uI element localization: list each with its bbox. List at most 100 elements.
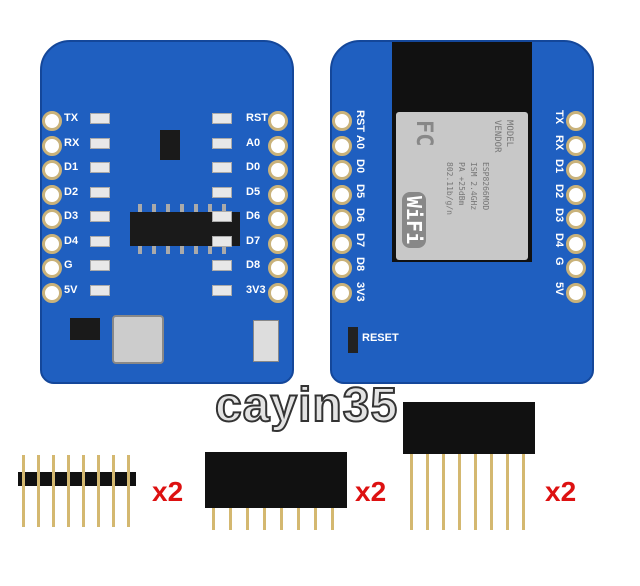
header-pin <box>442 454 445 530</box>
smd-component <box>212 113 232 124</box>
header-pin <box>97 455 100 527</box>
smd-component <box>212 260 232 271</box>
fcc-logo: FC <box>411 120 436 147</box>
chip-leg <box>222 246 226 254</box>
header-pin <box>22 455 25 527</box>
pin-hole <box>566 111 586 131</box>
pin-hole <box>42 111 62 131</box>
pin-hole <box>332 258 352 278</box>
pin-hole <box>332 184 352 205</box>
pin-hole <box>332 160 352 180</box>
smd-component <box>90 113 110 124</box>
pin-hole <box>42 135 62 156</box>
usb-c-connector <box>112 315 164 364</box>
chip-leg <box>194 246 198 254</box>
module-text: ISM 2.4GHz <box>469 162 478 211</box>
smd-component <box>212 186 232 198</box>
wifi-logo: WiFi <box>402 192 426 249</box>
header-pin <box>127 455 130 527</box>
smd-component <box>90 186 110 198</box>
header-pin <box>426 454 429 530</box>
pin-hole <box>268 233 288 254</box>
pin-label: 5V <box>553 281 565 295</box>
pin-hole <box>268 160 288 180</box>
pin-label: 5V <box>64 283 78 296</box>
regulator <box>70 318 100 340</box>
pin-hole <box>268 209 288 229</box>
smd-component <box>90 162 110 173</box>
smd-component <box>90 235 110 247</box>
pin-label: D3 <box>64 210 79 222</box>
module-shield: MODEL VENDOR ESP8266MOD ISM 2.4GHz PA +2… <box>396 112 528 260</box>
smd-component <box>212 137 232 149</box>
pin-label: 3V3 <box>246 283 266 296</box>
smd-component <box>212 284 232 296</box>
pin-label: D5 <box>246 185 261 198</box>
pin-label: D1 <box>553 159 565 174</box>
pin-hole <box>42 233 62 254</box>
chip-leg <box>166 246 170 254</box>
quantity-label: x2 <box>152 476 184 507</box>
pin-label: D4 <box>553 232 565 247</box>
chip-leg <box>166 204 170 212</box>
pin-label: D0 <box>246 161 261 173</box>
header-pin <box>474 454 477 530</box>
header-pin <box>37 455 40 527</box>
quantity-label: x2 <box>355 476 387 507</box>
pin-label: D6 <box>246 210 261 222</box>
smd-component <box>212 235 232 247</box>
pin-hole <box>332 282 352 303</box>
pin-label: TX <box>64 112 79 124</box>
pin-label: D6 <box>354 208 366 223</box>
pin-hole <box>566 282 586 303</box>
reset-switch[interactable] <box>253 320 279 362</box>
pin-hole <box>268 258 288 278</box>
smd-component <box>90 284 110 296</box>
header-pin <box>229 508 232 530</box>
header-pin <box>506 454 509 530</box>
transistor <box>160 130 180 160</box>
watermark: cayin35 <box>214 379 399 433</box>
pin-hole <box>42 184 62 205</box>
pin-hole <box>42 258 62 278</box>
module-text: VENDOR <box>492 120 502 153</box>
pin-label: D7 <box>246 234 261 247</box>
header-pin <box>331 508 334 530</box>
pin-label: RX <box>64 136 80 149</box>
female-header-long <box>403 402 535 454</box>
pin-label: D3 <box>553 208 565 223</box>
chip-leg <box>194 204 198 212</box>
pin-hole <box>42 160 62 180</box>
header-pin <box>280 508 283 530</box>
pin-label: G <box>553 257 565 266</box>
pin-label: TX <box>553 110 565 125</box>
pin-hole <box>566 233 586 254</box>
chip-leg <box>222 204 226 212</box>
pin-hole <box>566 135 586 156</box>
header-pin <box>410 454 413 530</box>
chip-leg <box>152 246 156 254</box>
module-text: ESP8266MOD <box>481 162 490 211</box>
header-pin <box>67 455 70 527</box>
module-text: 802.11b/g/n <box>445 162 454 215</box>
pin-hole <box>42 209 62 229</box>
header-pin <box>246 508 249 530</box>
reset-button[interactable] <box>348 327 358 353</box>
chip-leg <box>180 204 184 212</box>
module-text: PA +25dBm <box>457 162 466 206</box>
pin-label: D2 <box>64 185 79 198</box>
pin-label: RST <box>354 110 366 132</box>
header-pin <box>314 508 317 530</box>
pin-hole <box>268 184 288 205</box>
smd-component <box>90 137 110 149</box>
pin-hole <box>332 111 352 131</box>
pin-label: D5 <box>354 183 366 198</box>
reset-label: RESET <box>362 332 399 344</box>
chip-leg <box>208 204 212 212</box>
pin-label: D8 <box>354 257 366 272</box>
smd-component <box>90 211 110 222</box>
header-pin <box>212 508 215 530</box>
header-pin <box>490 454 493 530</box>
pin-label: D8 <box>246 259 261 271</box>
pin-label: D7 <box>354 232 366 247</box>
